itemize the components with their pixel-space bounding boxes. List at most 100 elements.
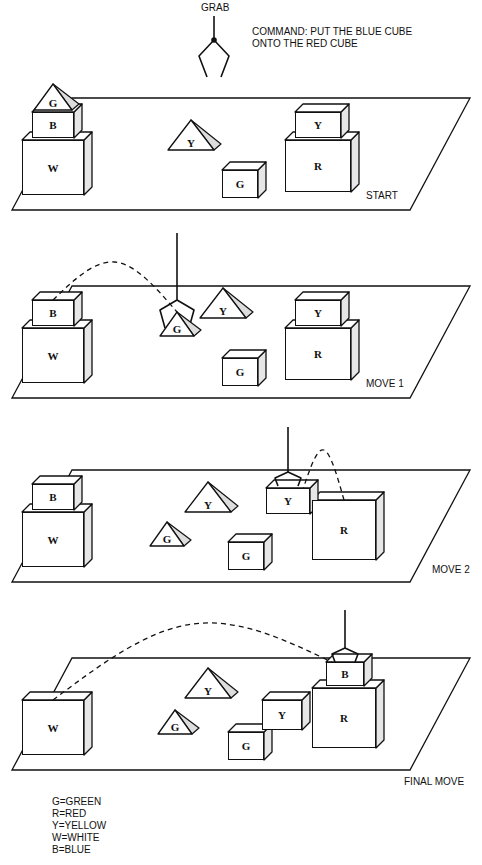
block-letter: B (49, 119, 56, 131)
block-letter: G (236, 178, 245, 190)
cube-block: W (22, 140, 84, 195)
cube-top (228, 534, 272, 542)
pyramid-block: Y (185, 482, 231, 512)
cube-top (222, 162, 266, 170)
legend-line: B=BLUE (52, 844, 91, 856)
cube-top (22, 692, 92, 700)
legend-line: Y=YELLOW (52, 820, 106, 832)
gripper-claw (275, 472, 301, 486)
cube-faces (312, 680, 384, 748)
cube-top (222, 350, 266, 358)
table-platform (12, 658, 470, 770)
cube-faces (22, 320, 92, 383)
pyramid-block: Y (168, 120, 214, 150)
cube-block: W (22, 328, 84, 383)
block-letter: G (242, 740, 251, 752)
grab-label: GRAB (201, 2, 229, 14)
cube-block: R (312, 500, 376, 560)
pyramid-face (158, 710, 192, 734)
cube-block: B (32, 484, 74, 510)
legend-line: W=WHITE (52, 832, 100, 844)
cube-block: G (228, 732, 264, 760)
gripper-pivot (212, 38, 216, 42)
pyramid-face (185, 668, 231, 698)
cube-faces (295, 104, 349, 138)
cube-top (312, 492, 384, 500)
gripper (275, 427, 301, 486)
gripper (332, 610, 358, 662)
cube-block: G (228, 542, 264, 570)
cube-block: Y (295, 300, 341, 326)
table-platform (12, 98, 470, 210)
cube-block: R (285, 328, 351, 380)
block-letter: B (49, 491, 56, 503)
cube-faces (22, 132, 92, 195)
cube-block: Y (266, 488, 310, 514)
block-letter: Y (314, 307, 322, 319)
cube-side (376, 492, 384, 560)
block-letter: R (340, 524, 348, 536)
cube-faces (228, 534, 272, 570)
block-letter: Y (187, 137, 195, 149)
gripper-arm (176, 233, 178, 300)
block-letter: G (236, 366, 245, 378)
block-letter: W (48, 534, 59, 546)
gripper (199, 16, 229, 77)
cube-top (262, 692, 310, 700)
cube-side (84, 692, 92, 755)
block-letter: Y (219, 305, 227, 317)
block-letter: W (48, 350, 59, 362)
cube-top (32, 292, 82, 300)
legend-line: G=GREEN (52, 796, 101, 808)
cube-block: W (22, 700, 84, 755)
block-letter: Y (314, 119, 322, 131)
table-platform (12, 470, 470, 582)
cube-block: G (222, 358, 258, 386)
pyramid-face (168, 120, 214, 150)
pyramid-block: G (150, 522, 184, 546)
cube-faces (32, 476, 82, 510)
cube-faces (266, 480, 318, 514)
cube-faces (262, 692, 310, 730)
pyramid-face (160, 312, 194, 336)
block-letter: G (242, 550, 251, 562)
panel-caption: MOVE 2 (432, 564, 470, 576)
cube-block: Y (295, 112, 341, 138)
block-letter: Y (278, 709, 286, 721)
pyramid-face (185, 482, 231, 512)
cube-faces (285, 320, 359, 380)
cube-top (295, 104, 349, 112)
pyramid-face (150, 522, 184, 546)
table-platform (12, 286, 470, 398)
move-path (53, 623, 332, 700)
legend-line: R=RED (52, 808, 86, 820)
cube-block: B (326, 662, 364, 686)
block-letter: Y (204, 499, 212, 511)
cube-block: R (312, 688, 376, 748)
pyramid-block: Y (200, 288, 246, 318)
block-letter: R (340, 712, 348, 724)
panel-caption: MOVE 1 (366, 378, 404, 390)
grippers (160, 16, 358, 662)
cube-side (351, 132, 359, 192)
cube-faces (222, 350, 266, 386)
cube-block: G (222, 170, 258, 198)
block-letter: B (49, 307, 56, 319)
block-letter: W (48, 162, 59, 174)
block-letter: B (341, 668, 348, 680)
cube-top (32, 476, 82, 484)
pyramid-block: G (158, 710, 192, 734)
command-text: COMMAND: PUT THE BLUE CUBE ONTO THE RED … (252, 26, 430, 50)
block-letter: Y (204, 685, 212, 697)
cube-faces (32, 292, 82, 326)
panel-caption: FINAL MOVE (404, 776, 464, 788)
cube-block: R (285, 140, 351, 192)
block-letter: G (49, 97, 58, 109)
gripper-arm (344, 610, 346, 648)
block-letter: G (173, 323, 182, 335)
cube-faces (312, 492, 384, 560)
block-letter: G (171, 721, 180, 733)
cube-faces (326, 654, 372, 686)
cube-top (266, 480, 318, 488)
